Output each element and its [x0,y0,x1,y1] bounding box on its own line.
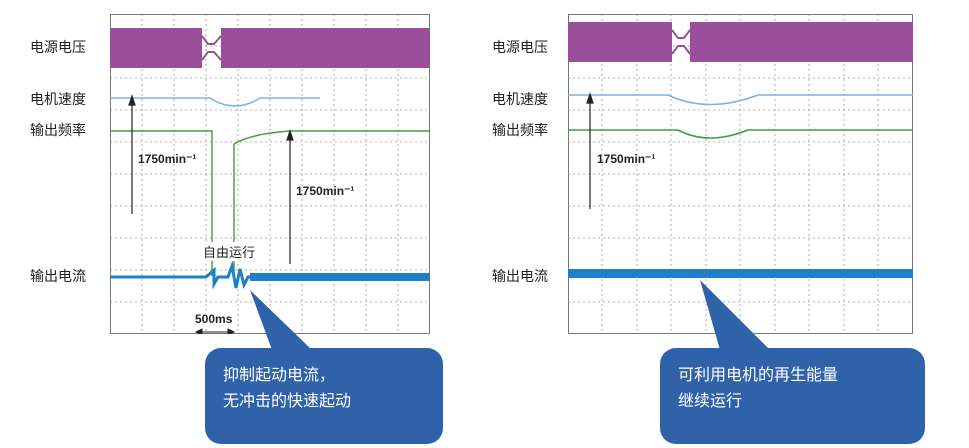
left-annotation-speed-b: 1750min⁻¹ [296,184,355,198]
right-frequency-trace [568,129,913,139]
right-callout-pointer [700,280,770,350]
right-voltage-band-1 [568,22,672,62]
left-label-frequency: 输出频率 [30,123,86,139]
left-speed-trace [110,97,320,107]
left-current-band [250,273,430,281]
left-callout: 抑制起动电流， 无冲击的快速起动 [205,348,443,444]
left-label-speed: 电机速度 [30,92,86,108]
left-speed-arrow-b [286,129,294,264]
right-callout-line-2: 继续运行 [678,391,743,410]
right-grid [568,14,913,334]
left-voltage-band-1 [110,28,202,68]
left-oscilloscope [110,14,430,334]
right-label-speed: 电机速度 [492,92,548,108]
right-annotation-speed-a: 1750min⁻¹ [597,152,656,166]
right-voltage-band-2 [690,22,913,62]
left-speed-arrow-a [128,94,136,214]
right-speed-arrow [586,92,594,209]
right-label-frequency: 输出频率 [492,123,548,139]
left-callout-line-1: 抑制起动电流， [223,365,336,384]
left-voltage-band-2 [221,28,430,68]
left-callout-pointer [250,290,312,350]
left-annotation-time-scale: 500ms [195,312,233,326]
left-label-voltage: 电源电压 [30,40,86,56]
left-time-arrow [194,328,236,334]
right-oscilloscope [568,14,913,334]
left-label-current: 输出电流 [30,269,86,285]
left-voltage-gap [201,35,222,61]
right-callout-line-1: 可利用电机的再生能量 [678,365,839,384]
left-callout-line-2: 无冲击的快速起动 [223,391,352,410]
left-annotation-speed-a: 1750min⁻¹ [138,152,197,166]
right-label-current: 输出电流 [492,269,548,285]
right-speed-trace [568,94,913,106]
left-current-trace [110,260,430,290]
right-label-voltage: 电源电压 [492,40,548,56]
right-voltage-gap [671,29,691,55]
right-current-band [568,269,913,278]
right-callout: 可利用电机的再生能量 继续运行 [660,348,925,444]
left-annotation-coast: 自由运行 [203,242,256,261]
